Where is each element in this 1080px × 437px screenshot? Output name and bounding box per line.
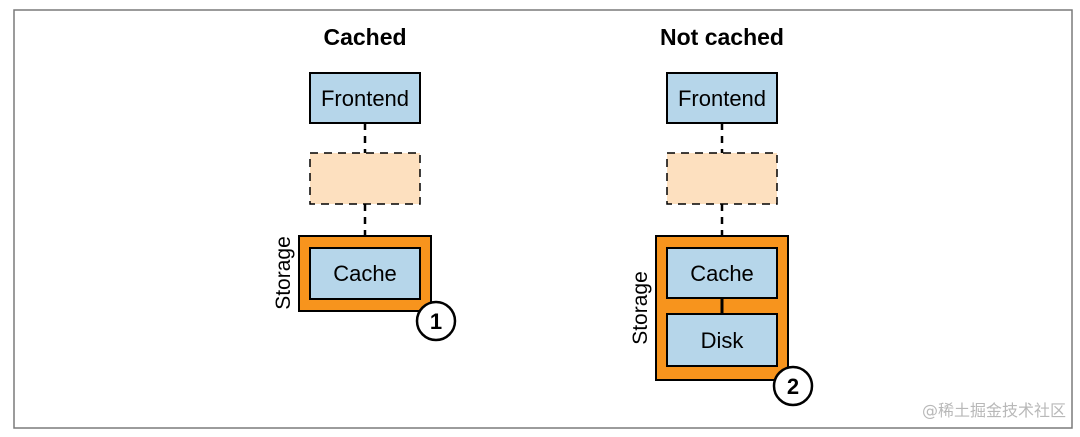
- middle-layer-box: [666, 152, 778, 205]
- cache-label: Cache: [333, 261, 397, 286]
- frontend-label: Frontend: [678, 86, 766, 111]
- cached-title: Cached: [323, 24, 406, 50]
- callout-number-1: 1: [430, 309, 442, 334]
- frontend-box: [309, 72, 421, 124]
- middle-layer-box: [309, 152, 421, 205]
- cached-panel: Cached Frontend Cache Storage 1: [272, 24, 457, 342]
- frontend-label: Frontend: [321, 86, 409, 111]
- figure-frame: [13, 9, 1073, 429]
- disk-label: Disk: [701, 328, 745, 353]
- storage-label: Storage: [629, 271, 652, 345]
- not-cached-title: Not cached: [660, 24, 784, 50]
- callout-badge-1: [415, 300, 457, 342]
- disk-box: [666, 313, 778, 367]
- storage-label: Storage: [272, 236, 295, 310]
- cache-box: [666, 247, 778, 299]
- callout-number-2: 2: [787, 374, 799, 399]
- callout-badge-2: [772, 365, 814, 407]
- not-cached-panel: Not cached Frontend Cache Disk Storage 2: [629, 24, 814, 407]
- cache-box: [309, 247, 421, 300]
- cache-label: Cache: [690, 261, 754, 286]
- watermark-text: @稀土掘金技术社区: [922, 401, 1066, 420]
